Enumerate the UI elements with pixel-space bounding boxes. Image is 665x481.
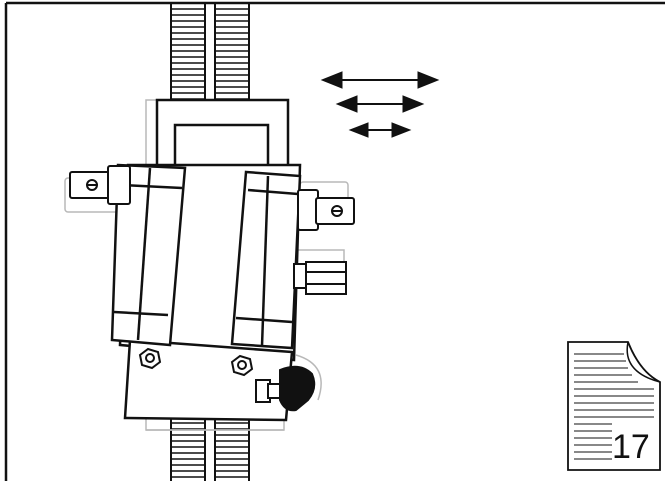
adjusting-screw-left xyxy=(69,165,131,205)
hex-bolt-left xyxy=(138,347,162,370)
clamp-arm-left xyxy=(110,163,187,347)
side-fitting-right xyxy=(293,261,347,295)
document-page-icon: 17 xyxy=(567,341,661,471)
thumb-screw-knob xyxy=(255,365,316,412)
double-arrow-medium xyxy=(335,95,425,113)
double-arrow-long xyxy=(320,71,440,89)
movement-arrows xyxy=(320,71,440,138)
adjusting-screw-right xyxy=(297,189,355,231)
frame-border xyxy=(4,1,665,481)
double-arrow-short xyxy=(348,122,412,138)
hex-bolt-right xyxy=(230,354,254,377)
clamp-arm-right xyxy=(230,170,302,350)
page-number: 17 xyxy=(612,428,650,466)
